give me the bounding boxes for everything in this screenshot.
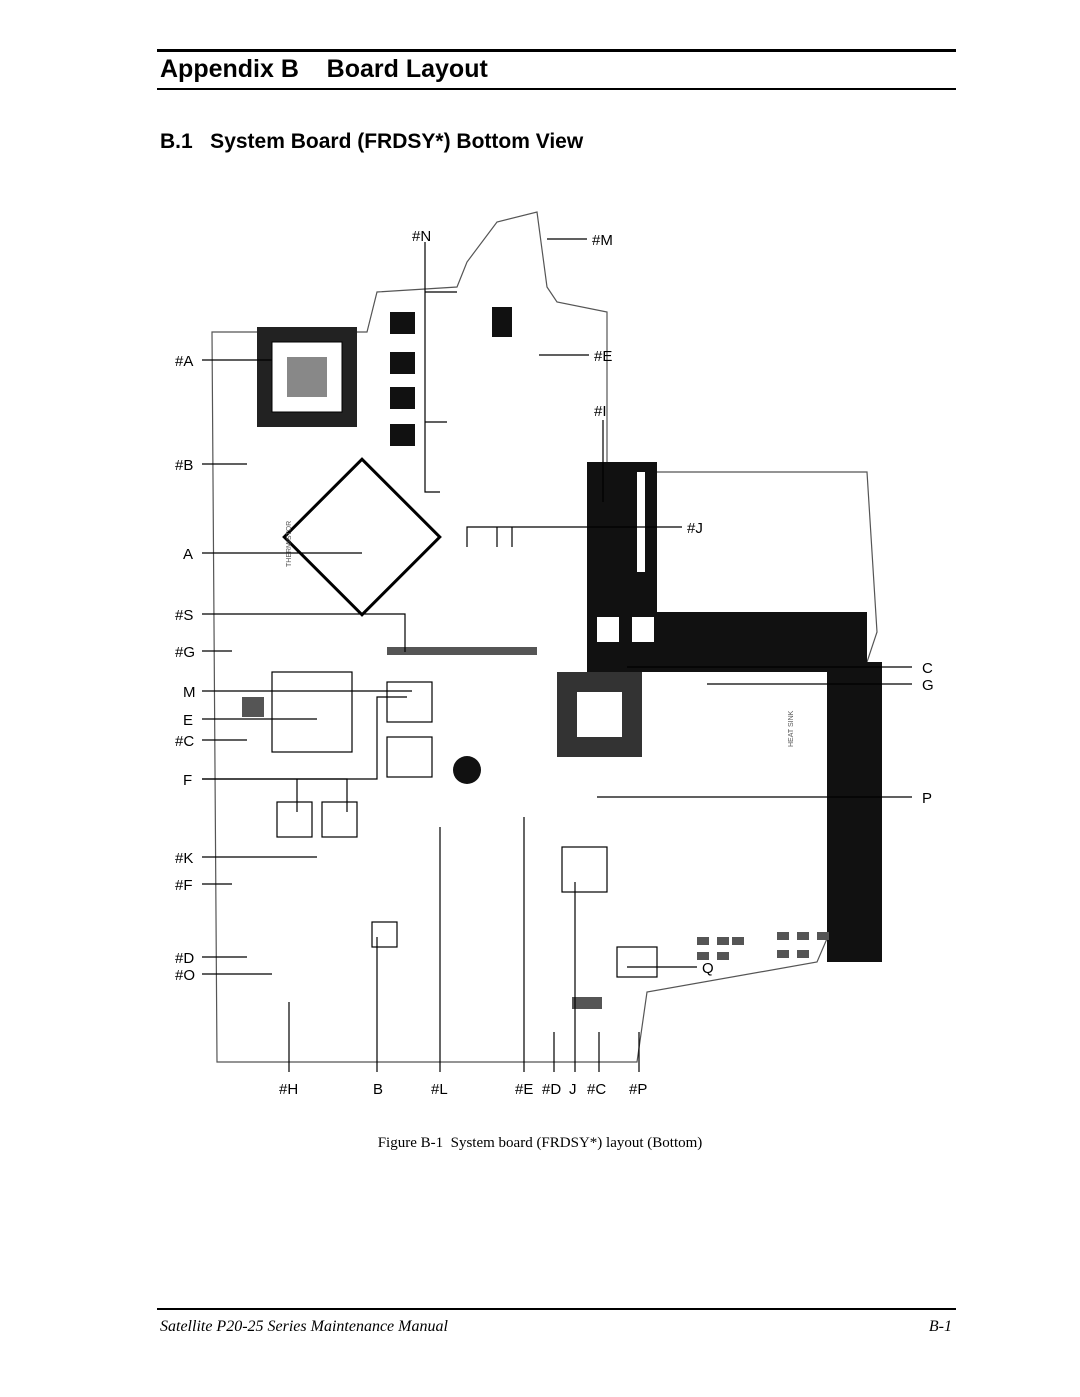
coin-battery [453,756,481,784]
callout-label: A [183,546,193,563]
header-rule-bottom [157,88,956,90]
callout-labels-top: #N #M #E #I #J [412,228,703,537]
figure-caption: Figure B-1 System board (FRDSY*) layout … [377,1135,703,1151]
callout-label: P [922,790,932,807]
ic-chips [271,671,658,978]
callout-label: #D [542,1081,561,1098]
callout-label: #E [515,1081,533,1098]
board-label-heatsink: HEAT SINK [788,710,795,747]
callout-label: C [922,660,933,677]
footer-rule [157,1308,956,1310]
board-layout-figure: #A #B A #S #G M E #C F #K #F #D #O #N #M… [157,192,962,1112]
callout-label: #O [175,967,195,984]
callout-label: F [183,772,192,789]
board-label-thermistor: THERMISTOR [286,521,293,567]
callout-label: M [183,684,196,701]
callout-label: #C [175,733,194,750]
small-components [242,647,829,1009]
callout-label: #P [629,1081,647,1098]
callout-label: #J [687,520,703,537]
appendix-title: Appendix B Board Layout [160,55,488,83]
callout-label: J [569,1081,577,1098]
callout-leader-lines [202,238,912,1072]
footer-page-number: B-1 [928,1318,952,1335]
power-components [390,307,512,446]
callout-label: E [183,712,193,729]
footer-manual-title: Satellite P20-25 Series Maintenance Manu… [160,1318,448,1335]
callout-label: #A [175,353,193,370]
callout-label: #G [175,644,195,661]
header-rule-top [157,49,956,52]
callout-label: #B [175,457,193,474]
callout-label: Q [702,960,714,977]
callout-labels-bottom: #H B #L #E #D J #C #P [279,1081,647,1098]
callout-labels-right: C G P Q [702,660,934,977]
section-heading: B.1 System Board (FRDSY*) Bottom View [160,130,584,153]
chip-a [282,457,442,617]
callout-label: #M [592,232,613,249]
bga-chip-south [557,672,642,757]
callout-label: #C [587,1081,606,1098]
callout-label: #F [175,877,193,894]
board-edge-connectors [587,462,882,962]
callout-label: #N [412,228,431,245]
callout-labels-left: #A #B A #S #G M E #C F #K #F #D #O [175,353,196,984]
callout-label: #S [175,607,193,624]
callout-label: #I [594,403,607,420]
callout-label: #L [431,1081,448,1098]
callout-label: #D [175,950,194,967]
callout-label: B [373,1081,383,1098]
cpu-socket [257,327,357,427]
callout-label: #H [279,1081,298,1098]
callout-label: #E [594,348,612,365]
callout-label: G [922,677,934,694]
callout-label: #K [175,850,193,867]
system-board-outline [211,211,878,1063]
